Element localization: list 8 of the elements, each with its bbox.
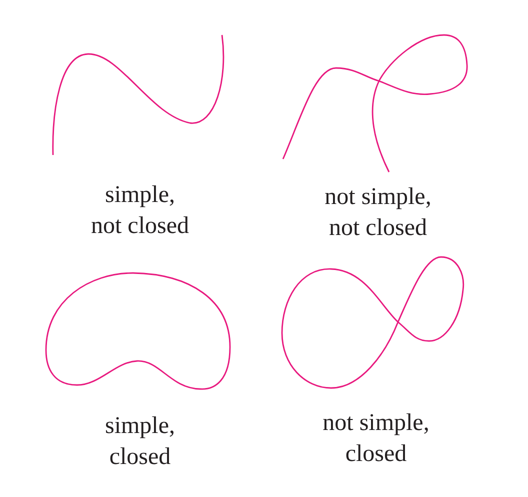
curve-caption: simple, closed (104, 412, 176, 472)
curve-caption: not simple, closed (322, 409, 430, 469)
simple-closed-curve (45, 272, 231, 390)
figure-eight-curve (281, 256, 464, 389)
curve-caption: not simple, not closed (324, 183, 432, 243)
self-crossing-open-curve (282, 34, 468, 172)
curve-caption: simple, not closed (90, 181, 190, 241)
simple-open-curve (52, 34, 224, 155)
